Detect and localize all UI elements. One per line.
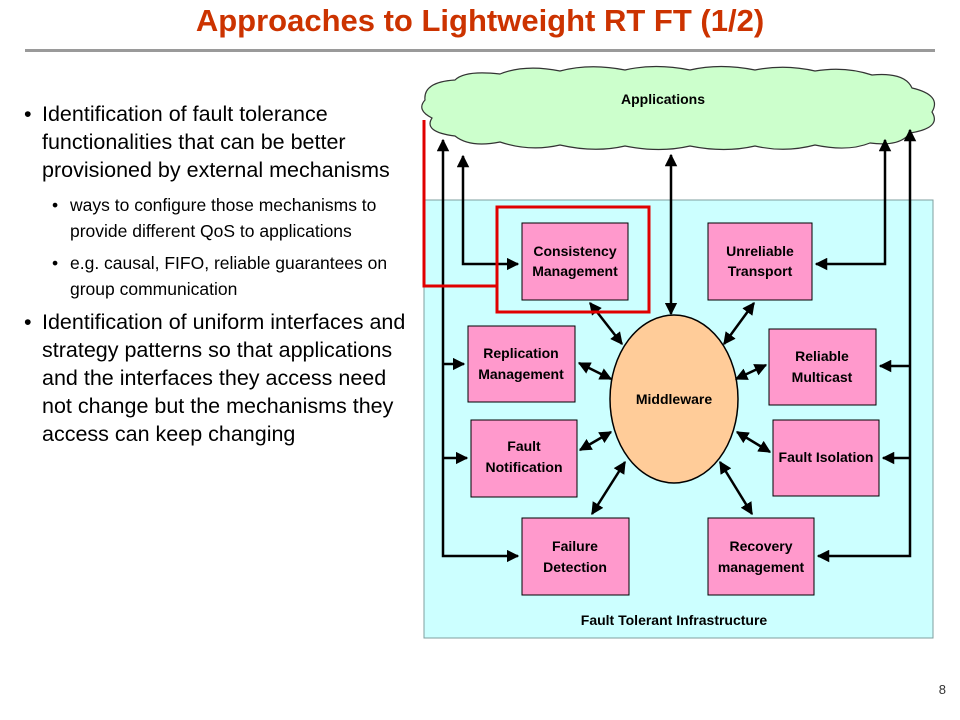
- replication-management-box: [467, 325, 576, 403]
- unreliable-label-line-2: Transport: [728, 263, 793, 279]
- recovery-management-box: [707, 517, 815, 596]
- replication-label-line-2: Management: [478, 366, 564, 382]
- failure-detection-label-line-2: Detection: [543, 559, 607, 575]
- slide-title: Approaches to Lightweight RT FT (1/2): [195, 3, 765, 38]
- bullet-item-2: Identification of uniform interfaces and…: [22, 308, 417, 448]
- arrow-middleware-reliable: [734, 363, 768, 381]
- fault-notification-label-line-1: Fault: [507, 438, 541, 454]
- applications-cloud: [421, 65, 936, 151]
- left-inner-connector: [456, 154, 520, 271]
- arrow-middleware-failure-detection: [590, 460, 627, 516]
- arrow-middleware-consistency: [589, 302, 623, 345]
- right-inner-connector: [814, 138, 892, 271]
- arrow-middleware-fault-isolation: [735, 430, 772, 454]
- left-outer-connector: [436, 138, 520, 563]
- sub-bullet-2: e.g. causal, FIFO, reliable guarantees o…: [22, 250, 417, 302]
- middleware-label: Middleware: [636, 391, 712, 407]
- consistency-label-line-1: Consistency: [533, 243, 616, 259]
- unreliable-transport-box: [707, 222, 813, 301]
- title-divider: [25, 49, 935, 52]
- arrow-middleware-unreliable: [722, 301, 756, 346]
- sub-bullet-1: ways to configure those mechanisms to pr…: [22, 192, 417, 244]
- reliable-label-line-1: Reliable: [795, 348, 849, 364]
- failure-detection-label-line-1: Failure: [552, 538, 598, 554]
- consistency-management-box: [521, 222, 629, 301]
- right-outer-connector: [816, 128, 917, 563]
- bullet-list: Identification of fault tolerance functi…: [22, 100, 417, 456]
- bullet-item-1: Identification of fault tolerance functi…: [22, 100, 417, 184]
- unreliable-label-line-1: Unreliable: [726, 243, 794, 259]
- replication-label-line-1: Replication: [483, 345, 558, 361]
- infrastructure-label: Fault Tolerant Infrastructure: [581, 612, 768, 628]
- arrow-middleware-fault-notification: [578, 430, 613, 452]
- fault-isolation-label: Fault Isolation: [779, 449, 874, 465]
- reliable-multicast-box: [768, 328, 877, 406]
- applications-label: Applications: [621, 91, 705, 107]
- arrow-middleware-recovery: [718, 460, 754, 516]
- consistency-highlight-box: [495, 205, 651, 314]
- consistency-label-line-2: Management: [532, 263, 618, 279]
- reliable-label-line-2: Multicast: [792, 369, 853, 385]
- fault-notification-label-line-2: Notification: [486, 459, 563, 475]
- highlight-connector-line: [422, 120, 497, 288]
- recovery-label-line-1: Recovery: [729, 538, 792, 554]
- failure-detection-box: [521, 517, 630, 596]
- arrow-middleware-replication: [577, 361, 613, 381]
- recovery-label-line-2: management: [718, 559, 805, 575]
- page-number: 8: [938, 682, 946, 697]
